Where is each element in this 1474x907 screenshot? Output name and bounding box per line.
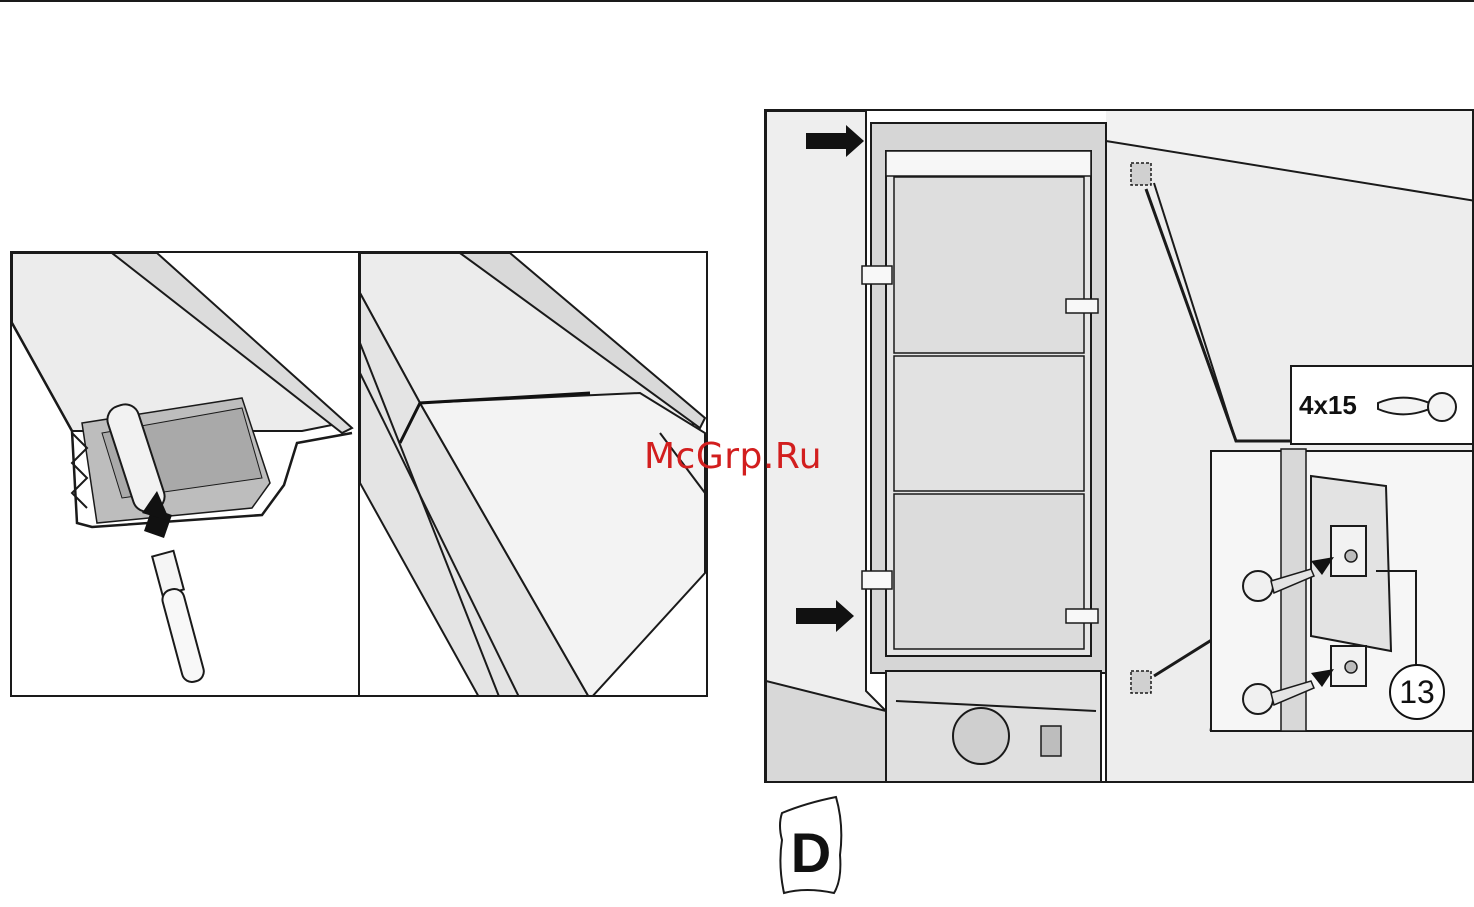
watermark: McGrp.Ru bbox=[644, 436, 822, 477]
screw-spec-label: 4x15 bbox=[1299, 390, 1357, 421]
accessory-bag-letter: D bbox=[786, 820, 836, 885]
trim-insertion-drawing bbox=[12, 253, 360, 697]
part-number-callout: 13 bbox=[1389, 664, 1445, 720]
door-mounting-panel bbox=[764, 109, 1474, 783]
top-rule bbox=[0, 0, 1474, 2]
door-mounting-drawing bbox=[766, 111, 1474, 783]
trim-insertion-panel bbox=[10, 251, 360, 697]
